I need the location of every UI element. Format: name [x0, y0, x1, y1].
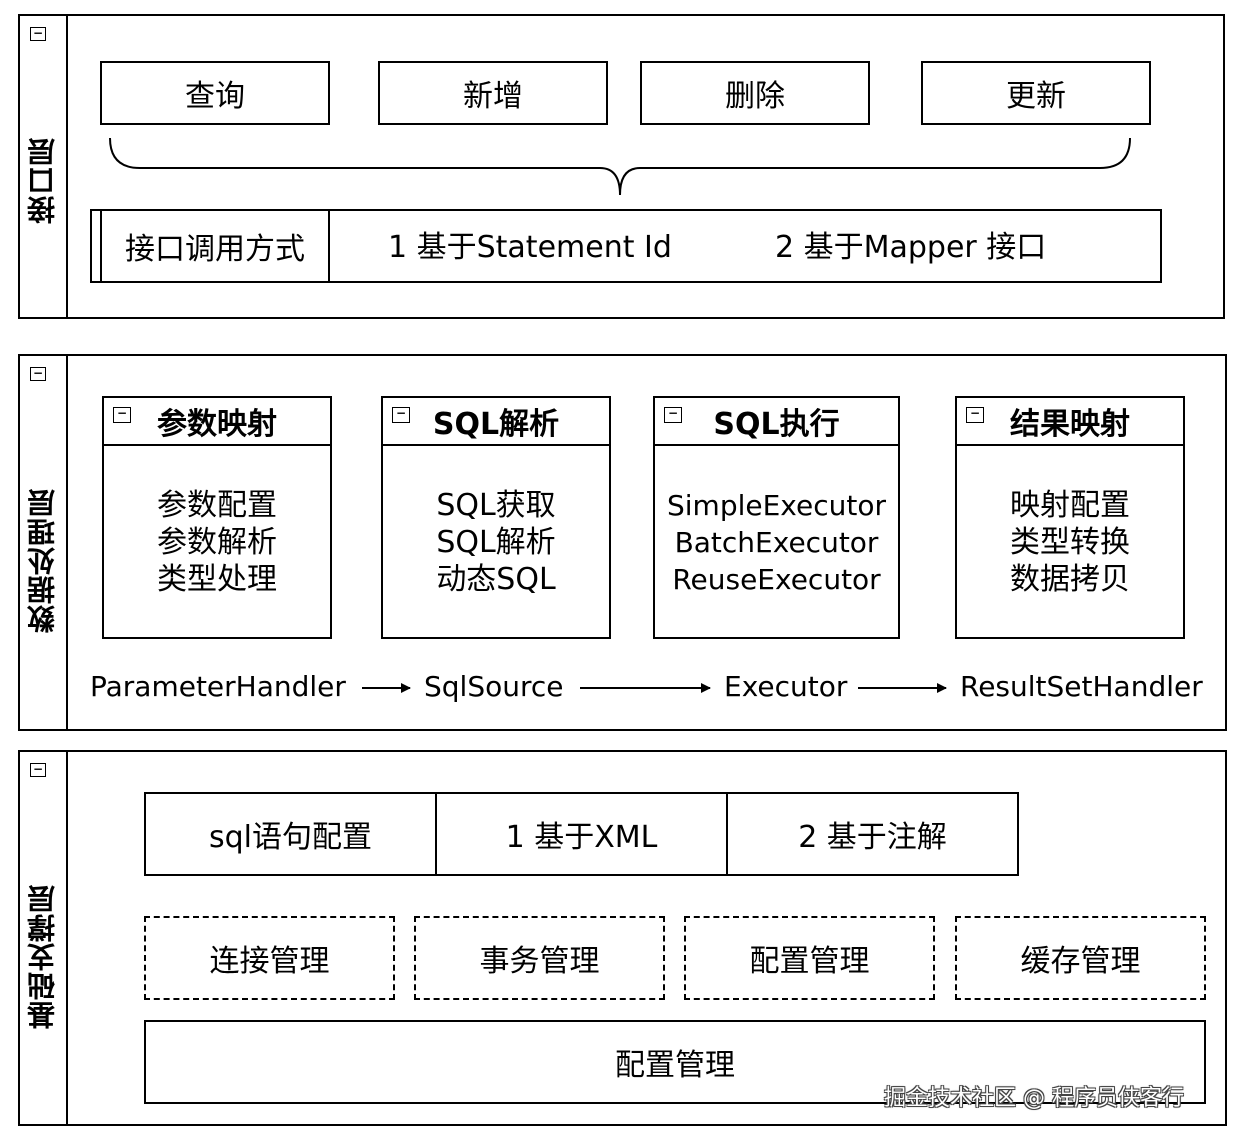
interface-layer-header: − 接口层 [20, 16, 68, 317]
module-item: SimpleExecutor [667, 489, 886, 522]
data-layer-header: − 数据处理层 [20, 356, 68, 729]
service-transaction-management: 事务管理 [414, 916, 665, 1000]
service-configuration-management: 配置管理 [684, 916, 935, 1000]
module-item: 参数配置 [157, 488, 277, 523]
module-sql-execution: − SQL执行 SimpleExecutor BatchExecutor Reu… [653, 396, 900, 639]
flow-sql-source: SqlSource [424, 670, 564, 703]
module-title: − 结果映射 [957, 398, 1183, 446]
module-item: SQL获取 [436, 488, 556, 523]
grouping-brace [109, 137, 1131, 196]
service-cache-management: 缓存管理 [955, 916, 1206, 1000]
operation-delete-box: 删除 [640, 61, 870, 125]
module-item: 参数解析 [157, 525, 277, 560]
collapse-icon[interactable]: − [113, 407, 131, 423]
module-items: 参数配置 参数解析 类型处理 [104, 446, 330, 639]
sql-config-xml: 1 基于XML [435, 792, 728, 876]
operation-update-box: 更新 [921, 61, 1151, 125]
module-item: BatchExecutor [674, 526, 879, 559]
call-method-mapper: 2 基于Mapper 接口 [775, 230, 1047, 265]
service-connection-management: 连接管理 [144, 916, 395, 1000]
module-parameter-mapping: − 参数映射 参数配置 参数解析 类型处理 [102, 396, 332, 639]
call-method-statement-id: 1 基于Statement Id [388, 230, 672, 265]
data-layer: − 数据处理层 [18, 354, 1227, 731]
sql-config-label: sql语句配置 [144, 792, 437, 876]
module-item: 类型转换 [1010, 525, 1130, 560]
bottom-configuration-management: 配置管理 [144, 1020, 1206, 1104]
flow-arrows [362, 683, 947, 693]
collapse-icon[interactable]: − [30, 763, 46, 777]
collapse-icon[interactable]: − [30, 367, 46, 381]
module-title: − 参数映射 [104, 398, 330, 446]
watermark: 掘金技术社区 @ 程序员侠客行 [884, 1086, 1184, 1111]
sql-config-annotation: 2 基于注解 [726, 792, 1019, 876]
foundation-layer-title: 基础支撑层 [26, 884, 59, 1030]
collapse-icon[interactable]: − [30, 27, 46, 41]
module-item: 类型处理 [157, 562, 277, 597]
collapse-icon[interactable]: − [392, 407, 410, 423]
flow-result-set-handler: ResultSetHandler [960, 670, 1203, 703]
module-item: 数据拷贝 [1010, 562, 1130, 597]
module-title: − SQL执行 [655, 398, 898, 446]
call-method-label: 接口调用方式 [100, 209, 330, 283]
module-items: 映射配置 类型转换 数据拷贝 [957, 446, 1183, 639]
module-item: 映射配置 [1010, 488, 1130, 523]
operation-insert-box: 新增 [378, 61, 608, 125]
module-result-mapping: − 结果映射 映射配置 类型转换 数据拷贝 [955, 396, 1185, 639]
module-items: SimpleExecutor BatchExecutor ReuseExecut… [655, 446, 898, 639]
module-item: ReuseExecutor [672, 563, 881, 596]
collapse-icon[interactable]: − [664, 407, 682, 423]
module-item: SQL解析 [436, 525, 556, 560]
foundation-layer-header: − 基础支撑层 [20, 752, 68, 1124]
module-item: 动态SQL [436, 562, 556, 597]
module-items: SQL获取 SQL解析 动态SQL [383, 446, 609, 639]
collapse-icon[interactable]: − [966, 407, 984, 423]
module-title: − SQL解析 [383, 398, 609, 446]
flow-executor: Executor [724, 670, 848, 703]
module-sql-parsing: − SQL解析 SQL获取 SQL解析 动态SQL [381, 396, 611, 639]
call-method-row [90, 209, 1162, 283]
flow-parameter-handler: ParameterHandler [90, 670, 346, 703]
operation-query-box: 查询 [100, 61, 330, 125]
